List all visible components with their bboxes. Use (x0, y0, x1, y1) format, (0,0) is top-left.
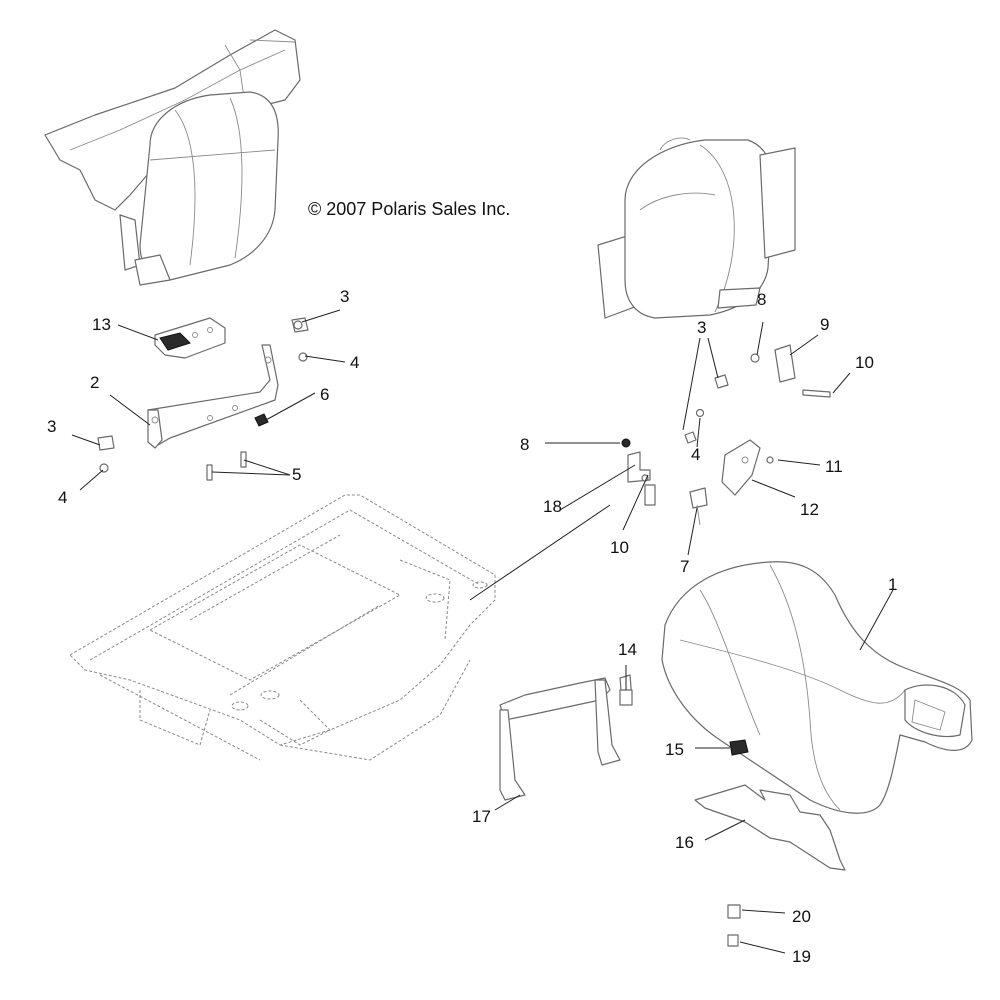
rear-rack-seatback-assembly (44, 29, 301, 286)
callout-label: 8 (757, 290, 766, 309)
callout-label: 5 (292, 465, 301, 484)
callout-label: 13 (92, 315, 111, 334)
callout-label: 1 (888, 575, 897, 594)
callout-label: 3 (697, 318, 706, 337)
callout-label: 6 (320, 385, 329, 404)
callout-label: 14 (618, 640, 637, 659)
fasteners-lower (619, 689, 749, 947)
callout-label: 8 (520, 435, 529, 454)
callout-label: 20 (792, 907, 811, 926)
callout-label: 3 (340, 287, 349, 306)
callout-label: 19 (792, 947, 811, 966)
callout-labels: 1 2 3 3 3 4 4 4 5 6 7 8 8 9 10 10 11 12 … (47, 287, 897, 966)
front-seatback-assembly (597, 137, 796, 319)
callout-label: 10 (610, 538, 629, 557)
callout-label: 17 (472, 807, 491, 826)
latch-part-13 (154, 317, 226, 359)
callout-label: 12 (800, 500, 819, 519)
callout-label: 3 (47, 417, 56, 436)
callout-label: 4 (691, 445, 700, 464)
frame-assembly (69, 494, 496, 761)
callout-label: 10 (855, 353, 874, 372)
callout-label: 11 (825, 457, 843, 476)
callout-label: 4 (350, 353, 359, 372)
hinge-bracket-part-2 (147, 344, 279, 449)
left-hardware (97, 317, 309, 481)
callout-label: 9 (820, 315, 829, 334)
callout-label: 15 (665, 740, 684, 759)
mount-bracket-part-17 (499, 674, 633, 801)
callout-label: 7 (680, 557, 689, 576)
seat-cushion (661, 561, 973, 814)
callout-label: 18 (543, 497, 562, 516)
callout-label: 2 (90, 373, 99, 392)
leader-lines (71, 309, 894, 954)
callout-label: 16 (675, 833, 694, 852)
callout-label: 4 (58, 488, 67, 507)
right-hardware (621, 344, 831, 526)
seat-pan-part-16 (694, 784, 846, 871)
copyright-text: © 2007 Polaris Sales Inc. (308, 199, 510, 219)
